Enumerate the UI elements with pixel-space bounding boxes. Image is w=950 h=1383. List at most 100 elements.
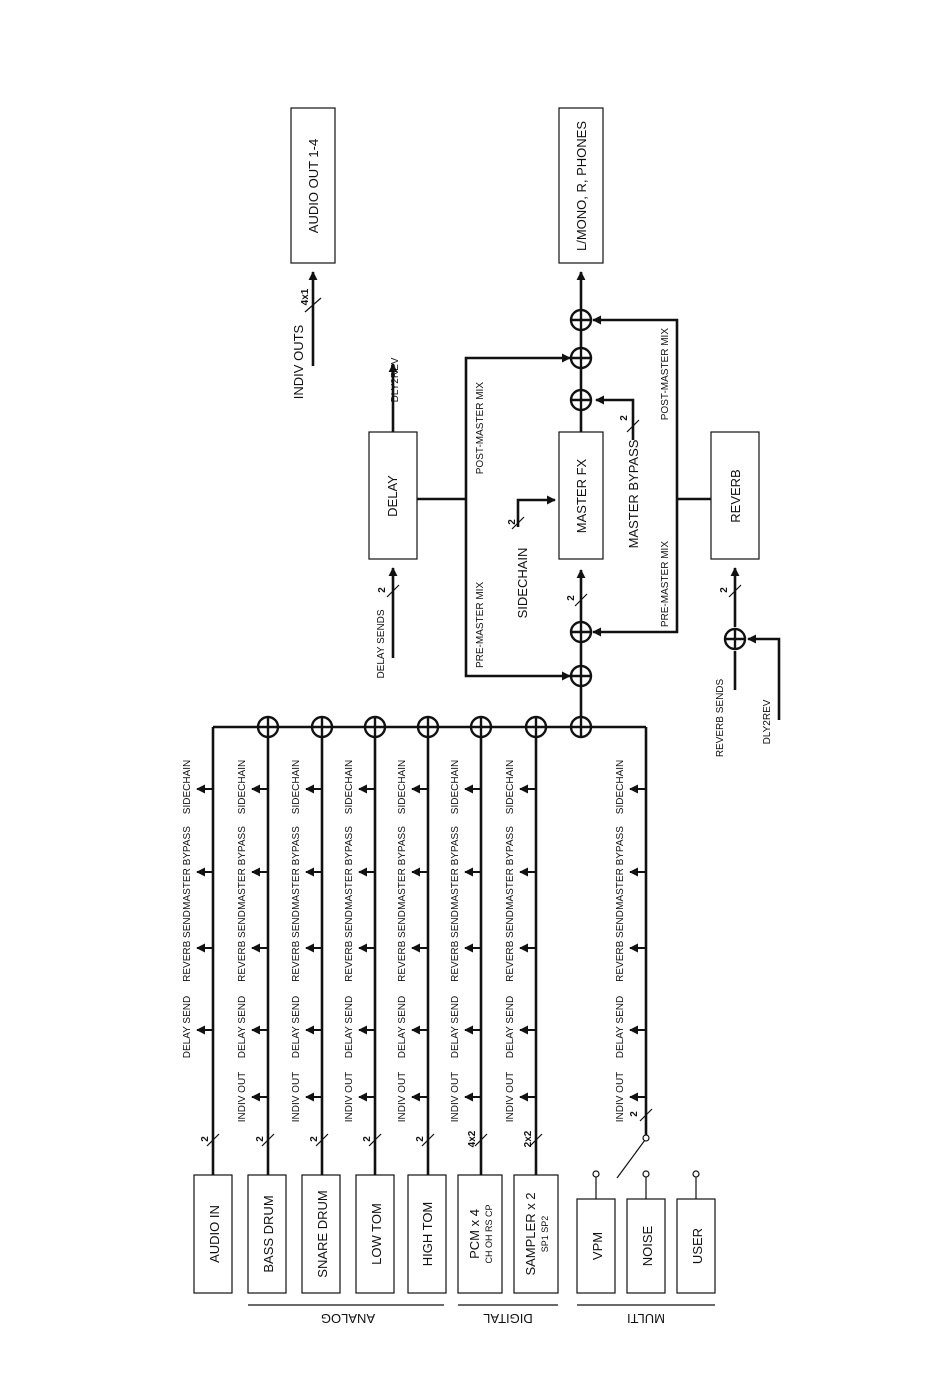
audio-out-block — [290, 107, 336, 264]
sum-node-bass-drum — [256, 715, 280, 739]
tap-label-sidechain: SIDECHAIN — [505, 760, 516, 814]
multi-label: VPM — [590, 1232, 605, 1260]
source-label: AUDIO IN — [207, 1205, 222, 1263]
tap-label-sidechain: SIDECHAIN — [344, 760, 355, 814]
tap-label-delay-send: DELAY SEND — [397, 996, 408, 1058]
tap-label-master-bypass: MASTER BYPASS — [237, 826, 248, 910]
tap-label-reverb-send: REVERB SEND — [237, 910, 248, 982]
sum-node-master-bypass — [569, 388, 593, 412]
switch-terminal-vpm — [592, 1170, 600, 1178]
group-label-digital: DIGITAL — [483, 1311, 533, 1326]
multiplicity-label: 2 — [619, 415, 630, 421]
reverb-block — [710, 431, 760, 560]
dly2rev-input-line — [747, 634, 781, 720]
multiplicity-label: 2 — [719, 587, 730, 593]
source-box-high-tom — [407, 1174, 447, 1294]
post-master-mix-label: POST-MASTER MIX — [660, 328, 671, 421]
tap-label-delay-send: DELAY SEND — [291, 996, 302, 1058]
sum-node-main — [569, 715, 593, 739]
sum-node-post-master-reverb — [569, 308, 593, 332]
multiplicity-label: 2 — [507, 519, 518, 525]
sidechain-label: SIDECHAIN — [515, 548, 530, 619]
multiplicity-label: 4x1 — [300, 288, 311, 305]
tap-label-reverb-send: REVERB SEND — [182, 910, 193, 982]
tap-label-delay-send: DELAY SEND — [615, 996, 626, 1058]
tap-label-master-bypass: MASTER BYPASS — [505, 826, 516, 910]
tap-label-indiv-out: INDIV OUT — [237, 1072, 248, 1123]
group-label-multi: MULTI — [627, 1311, 665, 1326]
source-label: BASS DRUM — [261, 1195, 276, 1272]
source-box-low-tom — [355, 1174, 395, 1294]
delay-label: DELAY — [385, 475, 400, 517]
delay-block — [368, 431, 418, 560]
reverb-sends-label: REVERB SENDS — [715, 678, 726, 757]
main-output-block — [558, 107, 604, 264]
tap-label-delay-send: DELAY SEND — [182, 996, 193, 1058]
reverb-label: REVERB — [728, 469, 743, 522]
tap-label-indiv-out: INDIV OUT — [291, 1072, 302, 1123]
multiplicity-label: 2 — [255, 1136, 266, 1142]
sum-node-pcm — [469, 715, 493, 739]
post-master-mix-label: POST-MASTER MIX — [475, 382, 486, 475]
sum-node-low-tom — [363, 715, 387, 739]
tap-label-sidechain: SIDECHAIN — [291, 760, 302, 814]
tap-label-delay-send: DELAY SEND — [237, 996, 248, 1058]
source-select-switch — [616, 1139, 646, 1179]
multiplicity-label: 2 — [362, 1136, 373, 1142]
tap-label-master-bypass: MASTER BYPASS — [450, 826, 461, 910]
tap-label-reverb-send: REVERB SEND — [505, 910, 516, 982]
tap-label-sidechain: SIDECHAIN — [397, 760, 408, 814]
source-label: LOW TOM — [369, 1203, 384, 1265]
tap-label-master-bypass: MASTER BYPASS — [615, 826, 626, 910]
master-fx-label: MASTER FX — [574, 458, 589, 533]
multi-box-noise — [626, 1198, 666, 1294]
sum-node-pre-master-reverb — [569, 620, 593, 644]
tap-label-reverb-send: REVERB SEND — [344, 910, 355, 982]
multiplicity-label: 2 — [309, 1136, 320, 1142]
tap-label-delay-send: DELAY SEND — [505, 996, 516, 1058]
multi-box-user — [676, 1198, 716, 1294]
tap-label-sidechain: SIDECHAIN — [237, 760, 248, 814]
sidechain-line — [516, 495, 556, 527]
pre-master-mix-label: PRE-MASTER MIX — [660, 541, 671, 627]
tap-label-indiv-out: INDIV OUT — [615, 1072, 626, 1123]
sum-node-high-tom — [416, 715, 440, 739]
tap-label-indiv-out: INDIV OUT — [344, 1072, 355, 1123]
master-bypass-label: MASTER BYPASS — [626, 439, 641, 548]
source-sublabel: SP1 SP2 — [540, 1216, 550, 1253]
indiv-outs-label: INDIV OUTS — [291, 324, 306, 399]
tap-label-master-bypass: MASTER BYPASS — [397, 826, 408, 910]
tap-label-reverb-send: REVERB SEND — [450, 910, 461, 982]
multiplicity-label: 2 — [200, 1136, 211, 1142]
tap-label-indiv-out: INDIV OUT — [450, 1072, 461, 1123]
multiplicity-label: 2 — [566, 595, 577, 601]
dly2rev-out-label: DLY2REV — [390, 357, 401, 402]
delay-sends-label: DELAY SENDS — [376, 609, 387, 678]
multiplicity-label: 4x2 — [467, 1130, 478, 1147]
sum-node-sampler — [524, 715, 548, 739]
source-box-pcm — [457, 1174, 503, 1294]
tap-label-master-bypass: MASTER BYPASS — [344, 826, 355, 910]
sum-node-snare-drum — [310, 715, 334, 739]
multiplicity-label: 2 — [629, 1111, 640, 1117]
pre-master-mix-label: PRE-MASTER MIX — [475, 582, 486, 668]
tap-label-delay-send: DELAY SEND — [344, 996, 355, 1058]
tap-label-reverb-send: REVERB SEND — [291, 910, 302, 982]
sum-node-reverb-input — [723, 627, 747, 651]
tap-label-sidechain: SIDECHAIN — [450, 760, 461, 814]
tap-label-master-bypass: MASTER BYPASS — [182, 826, 193, 910]
multi-box-vpm — [576, 1198, 616, 1294]
source-box-sampler — [513, 1174, 559, 1294]
sum-node-pre-master-delay — [569, 664, 593, 688]
source-label: HIGH TOM — [420, 1202, 435, 1267]
source-box-bass-drum — [247, 1174, 287, 1294]
source-box-audio-in — [193, 1174, 233, 1294]
multiplicity-label: 2 — [415, 1136, 426, 1142]
switch-terminal-user — [692, 1170, 700, 1178]
source-label: SAMPLER x 2 — [523, 1192, 538, 1275]
audio-out-label: AUDIO OUT 1-4 — [306, 139, 321, 233]
delay-post-master-path — [464, 353, 571, 499]
